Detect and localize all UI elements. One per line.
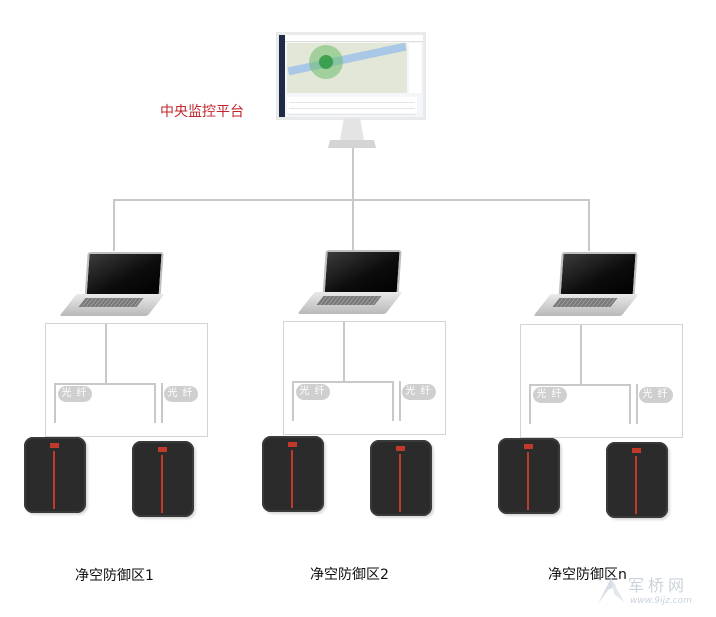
watermark-logo-icon [598,578,624,604]
detection-device [132,441,194,517]
device-logo [524,444,533,449]
detection-device [498,438,560,514]
monitor-stand [328,118,376,148]
device-stripe [399,454,401,512]
fiber-left-drop [529,384,531,424]
fiber-label-right: 光纤 [639,387,673,403]
fiber-right-drop [392,381,394,421]
device-logo [288,442,297,447]
detection-device [370,440,432,516]
detection-device [24,437,86,513]
fiber-branch [529,384,631,386]
laptop-keyboard [316,296,382,305]
screen-sidebar [279,35,285,117]
screen-topbar [285,35,423,42]
device-stripe [291,450,293,508]
device-stripe [635,456,637,514]
fiber-left-drop [54,383,56,423]
map-coverage-core [319,55,333,69]
laptop-screen [558,252,638,300]
central-platform-label: 中央监控平台 [160,104,244,120]
laptop-zone-3 [533,250,639,320]
laptop-screen [84,252,164,300]
laptop-keyboard [552,298,618,307]
zone-label-1: 净空防御区1 [75,568,154,584]
central-monitor [276,32,426,150]
fiber-left-drop [292,381,294,421]
fiber-right-drop-2 [399,381,401,421]
fiber-box-zone-2 [283,321,446,435]
fiber-box-zone-1 [45,323,208,437]
fiber-label-left: 光纤 [58,386,92,402]
fiber-stem [343,322,345,382]
device-stripe [161,455,163,513]
fiber-label-right: 光纤 [164,386,198,402]
screen-side-panel [409,43,421,93]
monitor-screen [276,32,426,120]
device-logo [632,448,641,453]
zone-label-3: 净空防御区n [548,567,627,583]
watermark: 军桥网 www.9ijz.com [594,572,712,614]
zone-label-2: 净空防御区2 [310,567,389,583]
device-logo [50,443,59,448]
connector-drop-3 [588,199,590,251]
fiber-stem [105,324,107,384]
screen-table [287,97,417,115]
detection-device [262,436,324,512]
detection-device [606,442,668,518]
laptop-keyboard [78,298,144,307]
fiber-box-zone-3 [520,324,683,438]
fiber-branch [292,381,394,383]
laptop-zone-2 [297,248,403,318]
fiber-branch [54,383,156,385]
device-stripe [53,451,55,509]
fiber-label-right: 光纤 [402,384,436,400]
connector-drop-2 [352,199,354,251]
fiber-right-drop [629,384,631,424]
fiber-label-left: 光纤 [533,387,567,403]
watermark-url: www.9ijz.com [630,596,692,606]
fiber-stem [580,325,582,385]
fiber-right-drop-2 [636,384,638,424]
fiber-right-drop-2 [161,383,163,423]
connector-trunk [352,148,354,201]
watermark-brand: 军桥网 [628,576,689,595]
device-stripe [527,452,529,510]
device-logo [396,446,405,451]
connector-drop-1 [113,199,115,251]
laptop-zone-1 [59,250,165,320]
laptop-screen [322,250,402,298]
device-logo [158,447,167,452]
fiber-label-left: 光纤 [296,384,330,400]
connector-bus [113,199,590,201]
fiber-right-drop [154,383,156,423]
